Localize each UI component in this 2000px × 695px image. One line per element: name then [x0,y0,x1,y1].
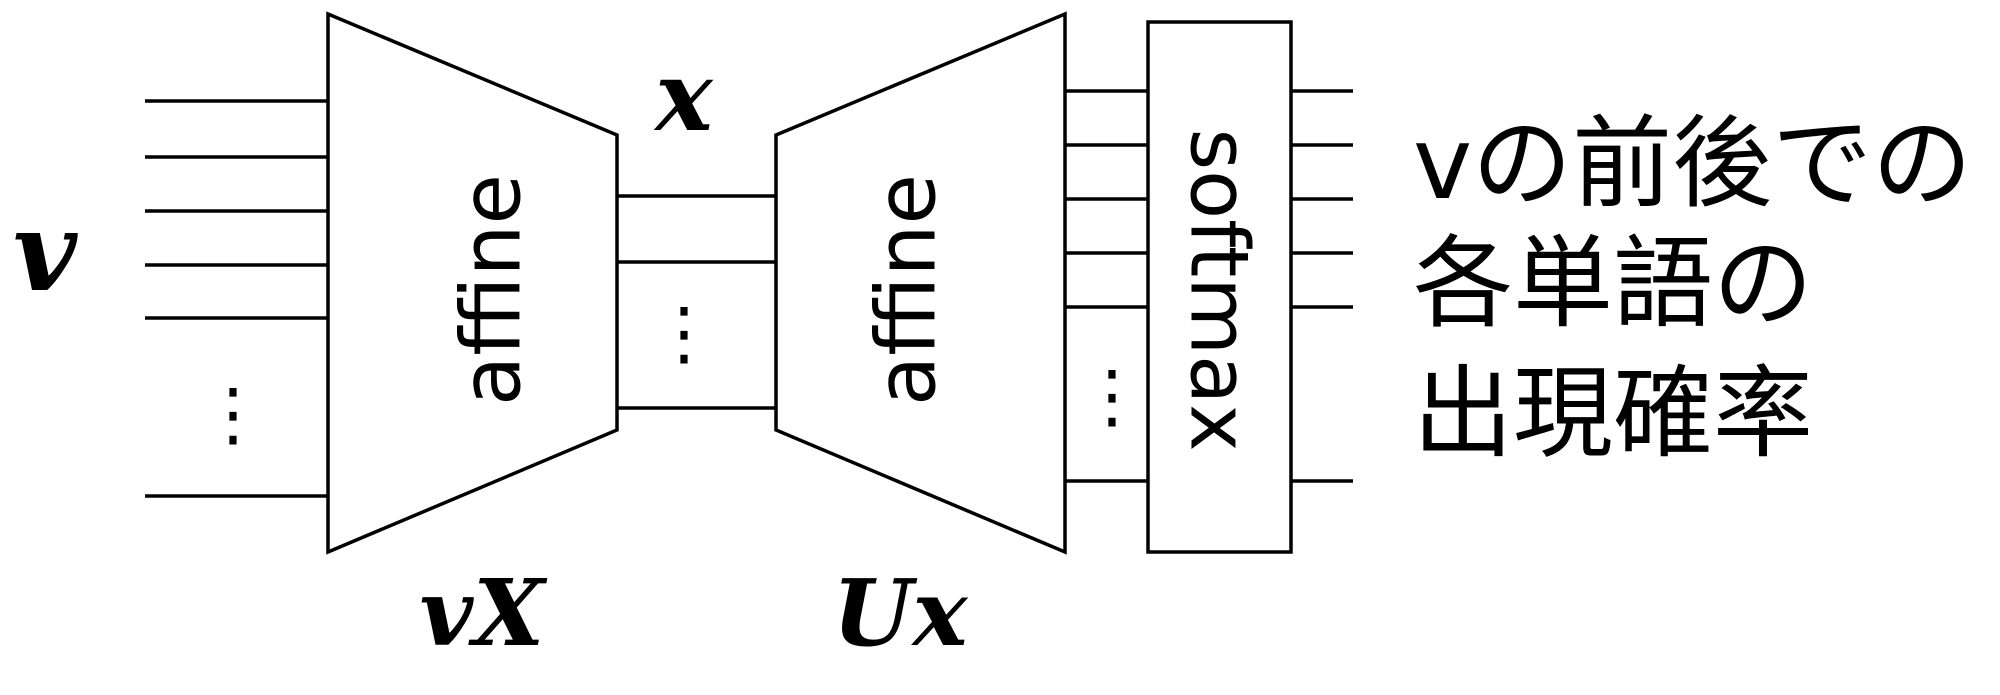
decoder-output-ellipsis: ⋮ [1077,355,1147,437]
decoder-affine-label: affine [860,174,955,406]
output-description-line1: vの前後での [1413,105,1972,222]
softmax-label: softmax [1173,128,1266,451]
decoder-formula: Ux [832,559,968,667]
output-lines [1291,89,1353,483]
output-description-line2: 各単語の [1413,225,1813,342]
decoder-output-lines [1065,89,1148,483]
softmax-block [1146,20,1293,554]
hidden-lines [617,194,776,410]
encoder-affine-label: affine [445,174,540,406]
input-ellipsis: ⋮ [198,373,268,455]
output-description: vの前後での 各単語の 出現確率 [1413,105,1972,472]
input-label: v [13,187,78,316]
decoder-affine-block [774,11,1067,555]
hidden-label: x [653,40,714,153]
hidden-ellipsis: ⋮ [649,292,719,374]
encoder-formula: vX [420,559,548,667]
output-description-line3: 出現確率 [1413,355,1813,472]
encoder-affine-block [326,11,619,555]
input-lines [145,99,328,498]
